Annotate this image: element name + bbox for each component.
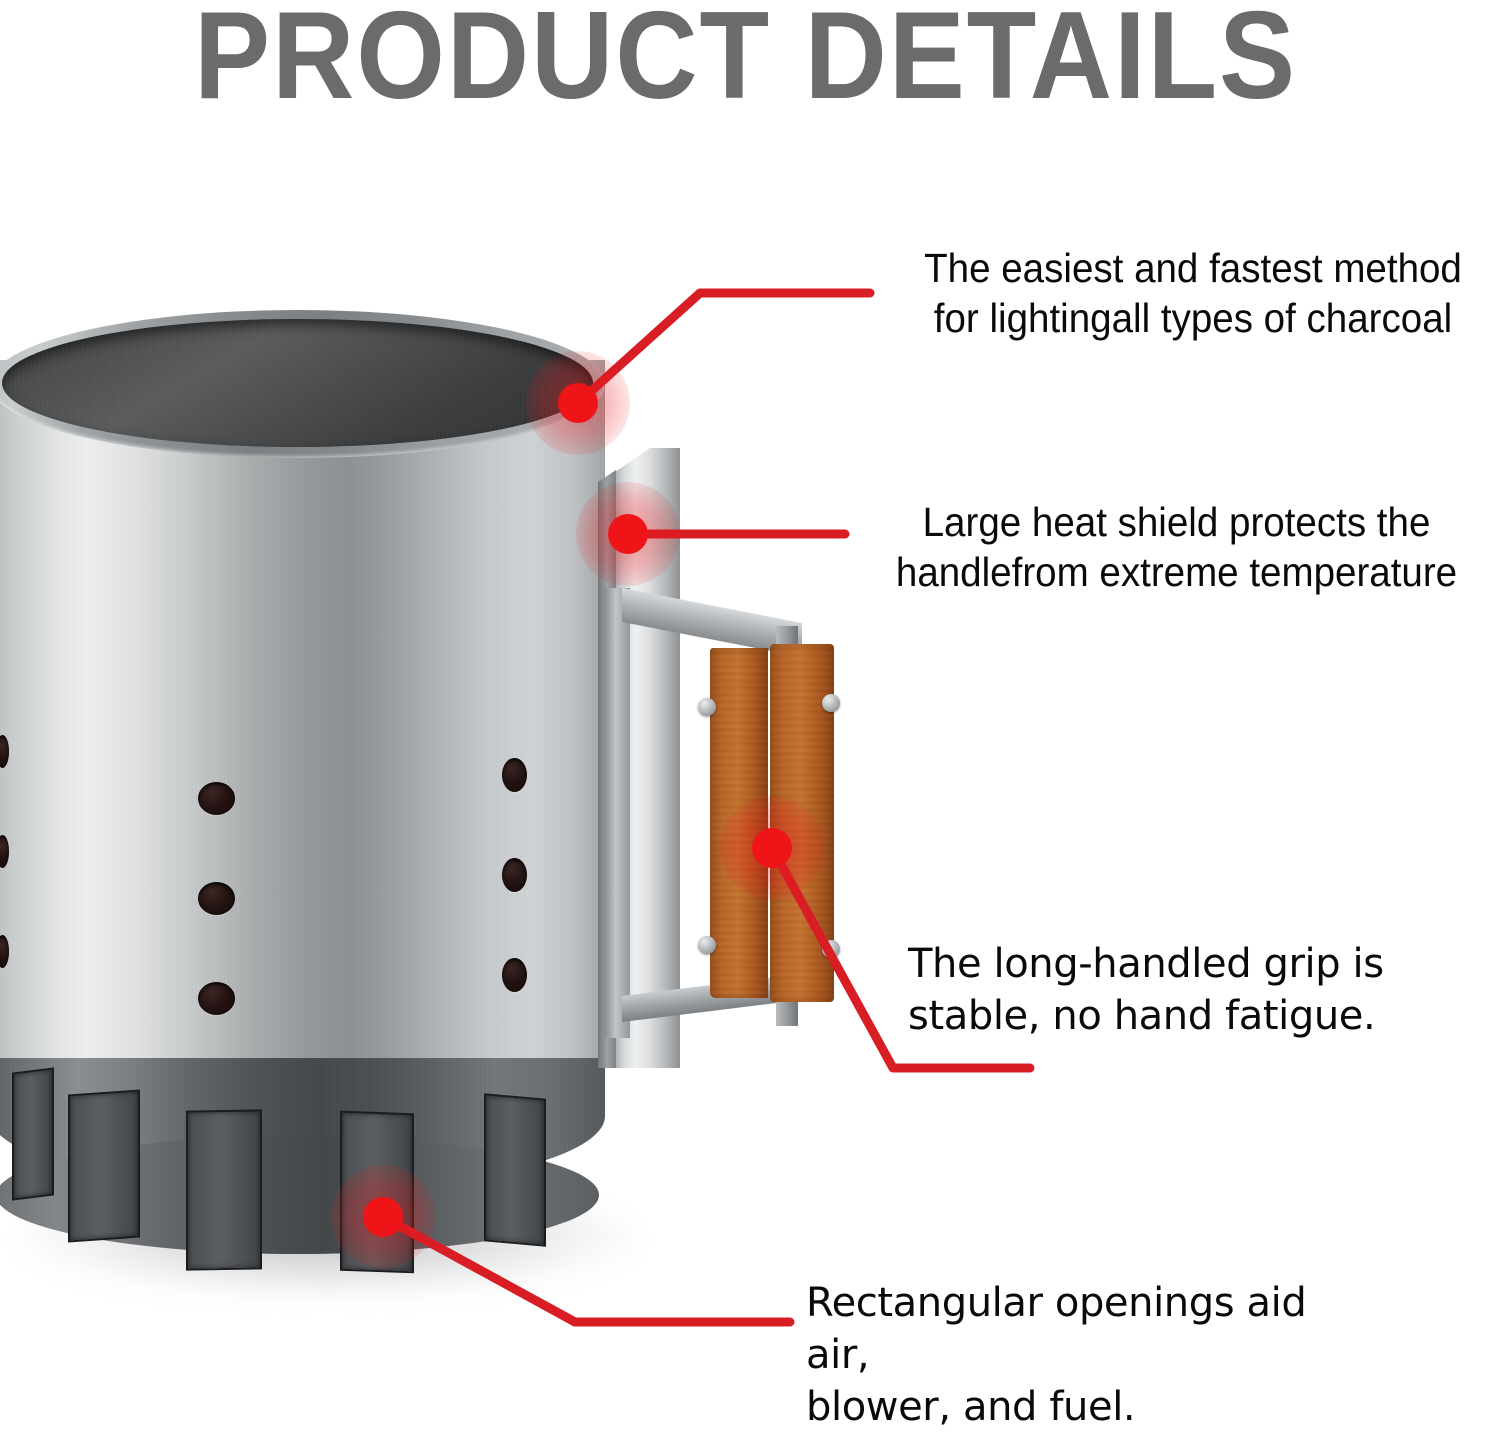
air-hole [198, 782, 235, 815]
heat-shield-marker[interactable] [608, 514, 648, 554]
handle-grip-marker[interactable] [752, 828, 792, 868]
rectangular-vent [68, 1089, 140, 1243]
callout-line: stable, no hand fatigue. [908, 993, 1376, 1039]
grip-bolt [822, 694, 840, 712]
handle-bracket-vertical [604, 588, 630, 1038]
rectangular-vent [12, 1067, 54, 1201]
air-hole [502, 858, 527, 892]
grip-bolt [698, 698, 716, 716]
air-hole [0, 735, 9, 768]
callout-line: The easiest and fastest method [924, 245, 1462, 291]
air-hole [502, 958, 527, 992]
grip-bolt [822, 940, 840, 958]
top-rim-marker[interactable] [558, 383, 598, 423]
cylinder-cavity [2, 319, 593, 447]
product-illustration [0, 300, 840, 1330]
callout-line: The long-handled grip is [908, 941, 1384, 987]
callout-text-handle-grip: The long-handled grip is stable, no hand… [908, 938, 1428, 1042]
grip-bolt [698, 936, 716, 954]
rectangular-vent [484, 1093, 546, 1247]
callout-text-heat-shield: Large heat shield protects the handlefro… [881, 497, 1472, 597]
air-hole [502, 758, 527, 792]
callout-line: handlefrom extreme temperature [895, 549, 1458, 595]
callout-line: Rectangular openings aid air, [806, 1280, 1307, 1378]
callout-text-top-rim: The easiest and fastest method for light… [918, 243, 1469, 343]
callout-line: blower, and fuel. [806, 1384, 1136, 1430]
rectangular-vent [186, 1109, 262, 1271]
callout-line: Large heat shield protects the [922, 499, 1431, 545]
air-hole [0, 935, 9, 968]
callout-text-rectangular-openings: Rectangular openings aid air, blower, an… [806, 1277, 1366, 1433]
chimney-cylinder [0, 310, 615, 1274]
air-hole [198, 882, 235, 915]
callout-line: for lightingall types of charcoal [933, 295, 1453, 341]
cylinder-rim [0, 310, 605, 458]
air-hole [0, 835, 9, 868]
rectangular-opening-marker[interactable] [363, 1197, 403, 1237]
air-hole [198, 982, 235, 1015]
page-title: PRODUCT DETAILS [194, 0, 1297, 125]
